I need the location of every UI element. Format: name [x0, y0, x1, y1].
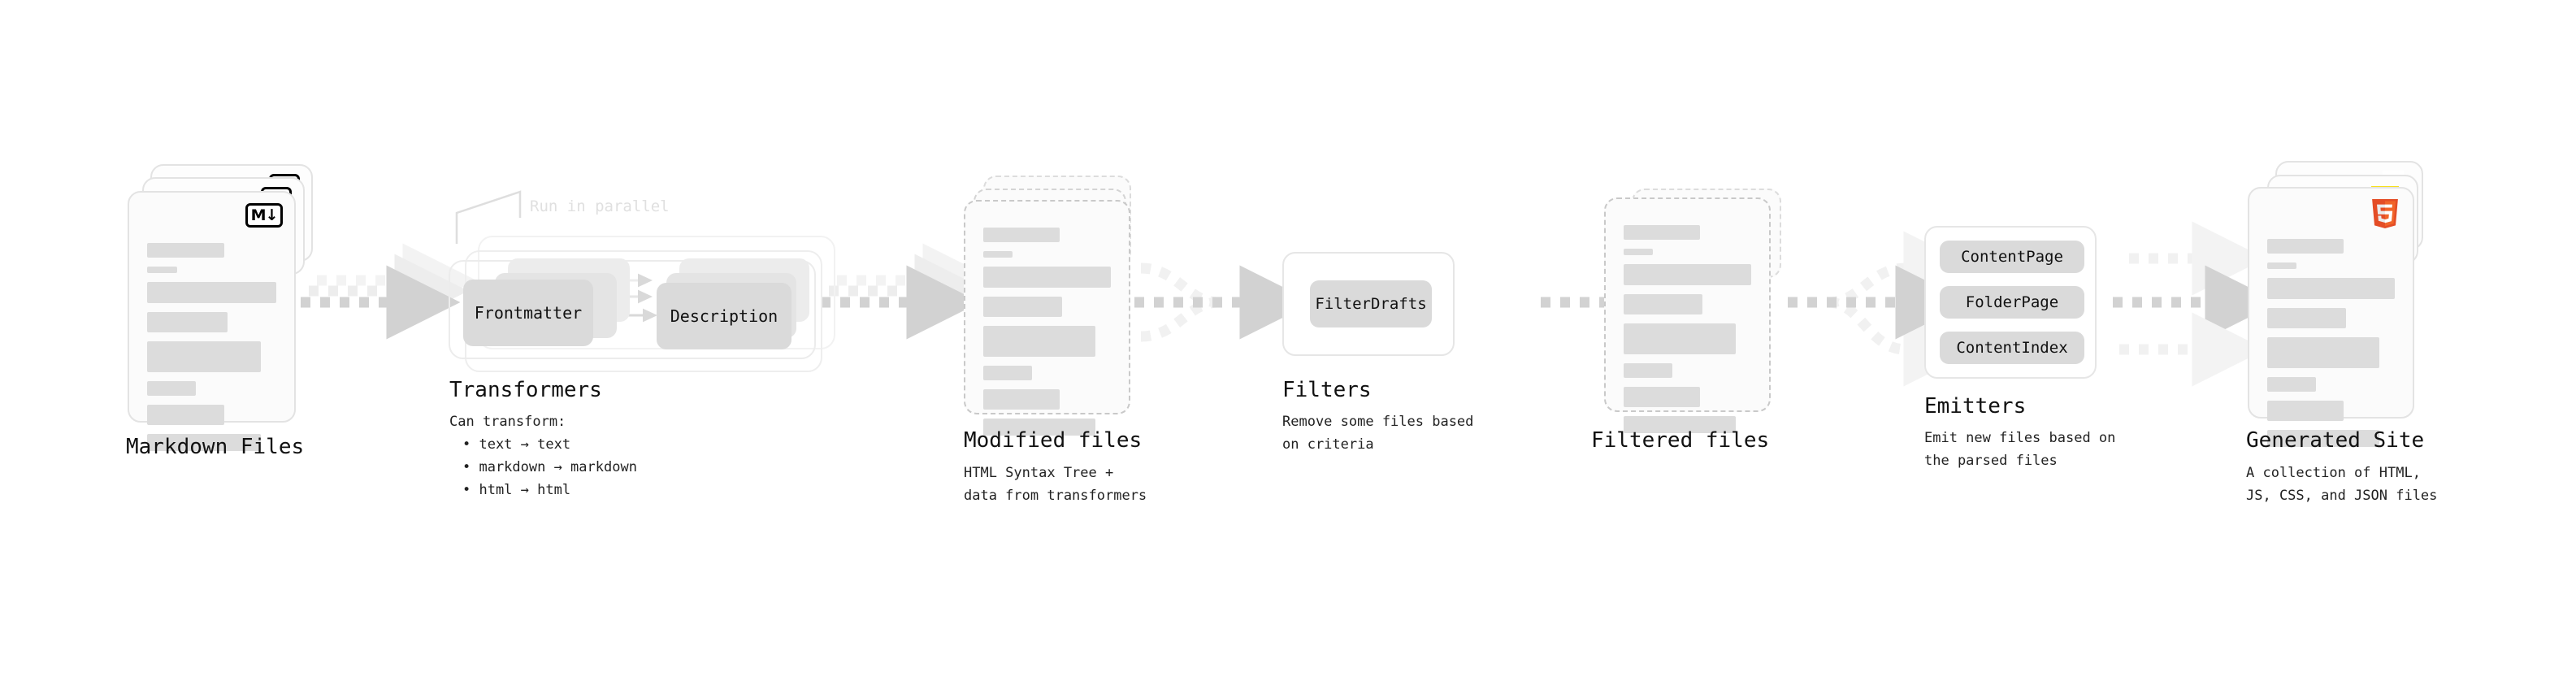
markdown-card-front[interactable]: M↓: [128, 191, 296, 451]
transformers-group-front[interactable]: [449, 260, 816, 359]
generated-skeleton-body: [2267, 239, 2395, 456]
transformer-node-description[interactable]: Description: [657, 283, 791, 349]
markdown-icon: M↓: [245, 203, 283, 228]
arrow-modified-to-filters: [1134, 262, 1314, 342]
transformers-bullet-0: • text → text: [462, 436, 571, 453]
emitters-box[interactable]: ContentPage FolderPage ContentIndex: [1924, 226, 2097, 379]
arrow-markdown-to-transformers: [301, 243, 477, 340]
emitters-subtitle: Emit new files based on the parsed files: [1924, 430, 2116, 469]
transformers-intro: Can transform:: [449, 414, 566, 430]
markdown-files-title: Markdown Files: [126, 435, 305, 459]
transformers-bullet-2: • html → html: [462, 482, 571, 498]
emitter-item-folderpage[interactable]: FolderPage: [1940, 286, 2084, 319]
modified-files-subtitle: HTML Syntax Tree + data from transformer…: [964, 465, 1147, 504]
emitter-item-contentindex[interactable]: ContentIndex: [1940, 332, 2084, 364]
filters-box[interactable]: FilterDrafts: [1282, 252, 1455, 356]
filter-item-filterdrafts-label: FilterDrafts: [1315, 295, 1427, 313]
transformers-title: Transformers: [449, 378, 602, 402]
emitter-item-contentindex-label: ContentIndex: [1956, 339, 2068, 357]
arrow-filtered-to-emitters: [1788, 231, 1978, 387]
filtered-card-front[interactable]: [1604, 197, 1771, 433]
arrow-emitters-to-generated: [2113, 221, 2279, 387]
markdown-skeleton-body: [147, 243, 276, 460]
transformers-description: Can transform: • text → text • markdown …: [449, 410, 637, 501]
filter-item-filterdrafts[interactable]: FilterDrafts: [1310, 280, 1432, 327]
emitter-item-contentpage[interactable]: ContentPage: [1940, 241, 2084, 273]
filtered-skeleton-body: [1624, 225, 1751, 442]
html5-icon: [2370, 197, 2400, 231]
filtered-files-title: Filtered files: [1591, 428, 1770, 453]
generated-card-front[interactable]: [2248, 187, 2414, 447]
modified-files-title: Modified files: [964, 428, 1143, 453]
transformers-bullet-1: • markdown → markdown: [462, 459, 637, 475]
arrow-transformers-to-modified: [821, 243, 997, 340]
run-in-parallel-label: Run in parallel: [530, 197, 670, 215]
emitter-item-folderpage-label: FolderPage: [1965, 293, 2059, 311]
modified-card-front[interactable]: [964, 200, 1130, 436]
generated-site-title: Generated Site: [2246, 428, 2425, 453]
generated-site-subtitle: A collection of HTML, JS, CSS, and JSON …: [2246, 465, 2438, 504]
transformer-node-frontmatter[interactable]: Frontmatter: [463, 280, 593, 346]
filters-subtitle: Remove some files based on criteria: [1282, 414, 1474, 453]
emitters-title: Emitters: [1924, 394, 2027, 419]
transformer-node-description-label: Description: [670, 306, 778, 326]
modified-skeleton-body: [983, 228, 1111, 445]
emitter-item-contentpage-label: ContentPage: [1961, 248, 2063, 266]
filters-title: Filters: [1282, 378, 1372, 402]
transformer-node-frontmatter-label: Frontmatter: [474, 303, 583, 323]
